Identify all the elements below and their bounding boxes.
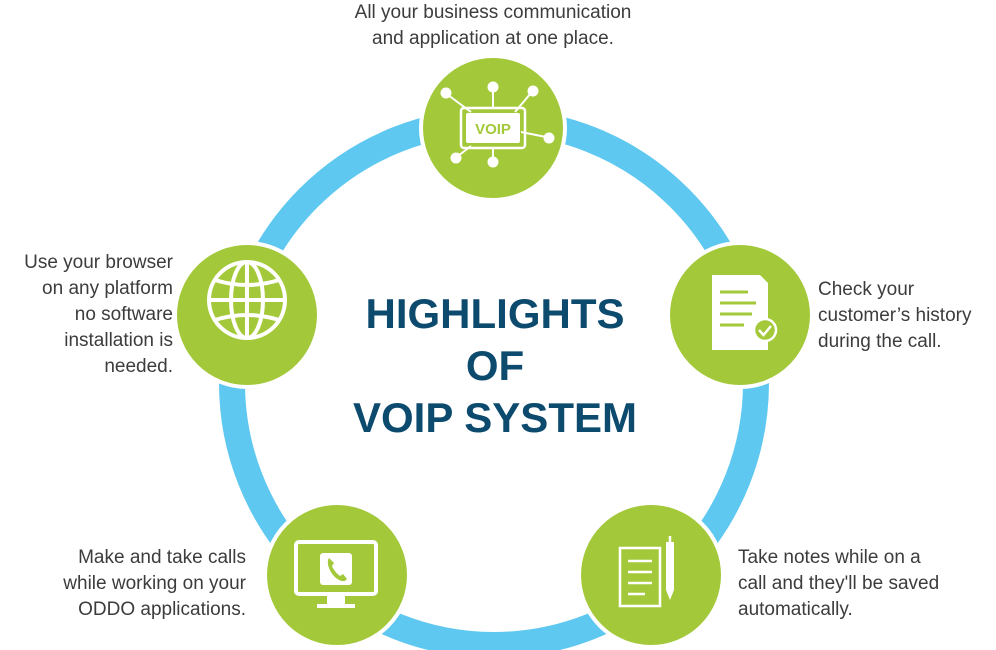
node-bottom-left <box>263 501 411 649</box>
title-line-3: VOIP SYSTEM <box>353 394 637 441</box>
caption-left-line-4: installation is <box>64 330 173 351</box>
caption-right-line-1: Check your <box>818 279 915 300</box>
caption-bottom-left-line-1: Make and take calls <box>78 547 246 568</box>
document-check-icon <box>712 275 778 350</box>
caption-bottom-left-line-2: while working on your <box>63 573 246 594</box>
caption-top: All your business communication and appl… <box>293 0 693 52</box>
caption-right-line-2: customer’s history <box>818 305 972 326</box>
voip-icon-label: VOIP <box>475 121 511 138</box>
caption-left-line-2: on any platform <box>42 278 173 299</box>
diagram-title: HIGHLIGHTS OF VOIP SYSTEM <box>280 288 710 444</box>
globe-icon <box>207 260 287 340</box>
monitor-phone-icon <box>294 540 378 608</box>
node-left <box>173 241 321 389</box>
caption-left: Use your browser on any platform no soft… <box>0 250 173 380</box>
caption-right: Check your customer’s history during the… <box>818 277 994 355</box>
caption-right-line-3: during the call. <box>818 331 942 352</box>
caption-top-line-2: and application at one place. <box>372 28 614 49</box>
caption-bottom-right-line-3: automatically. <box>738 599 853 620</box>
caption-top-line-1: All your business communication <box>354 2 632 23</box>
caption-bottom-left-line-3: ODDO applications. <box>78 599 246 620</box>
title-line-1: HIGHLIGHTS <box>365 290 625 337</box>
caption-left-line-3: no software <box>74 304 173 325</box>
caption-left-line-5: needed. <box>104 356 173 377</box>
notes-pen-icon <box>618 536 674 608</box>
caption-left-line-1: Use your browser <box>24 252 173 273</box>
caption-bottom-left: Make and take calls while working on you… <box>0 545 246 623</box>
caption-bottom-right-line-2: call and they'll be saved <box>738 573 940 594</box>
caption-bottom-right: Take notes while on a call and they'll b… <box>738 545 988 623</box>
node-right <box>666 241 814 389</box>
node-top: VOIP <box>419 54 567 202</box>
voip-network-icon <box>440 81 555 168</box>
title-line-2: OF <box>465 342 525 389</box>
node-bottom-right <box>577 501 725 649</box>
caption-bottom-right-line-1: Take notes while on a <box>738 547 921 568</box>
